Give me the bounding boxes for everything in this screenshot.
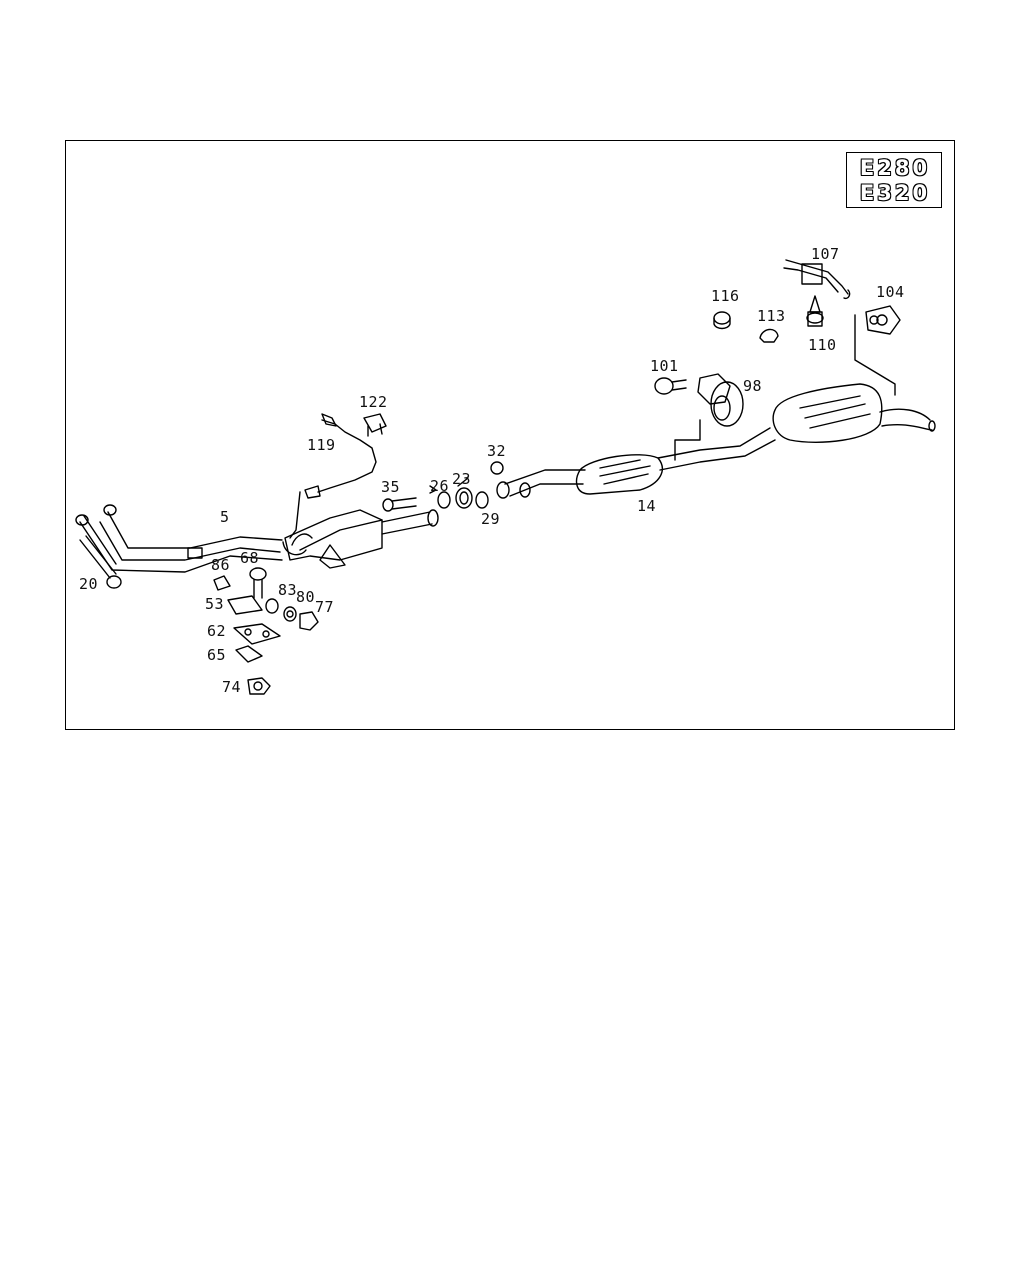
nut-77 [299, 611, 319, 631]
oxygen-sensor-119 [289, 413, 377, 539]
part-label-80: 80 [296, 588, 316, 606]
part-label-29: 29 [481, 510, 501, 528]
part-label-77: 77 [315, 598, 335, 616]
washer-80 [283, 606, 297, 622]
hanger-98 [697, 373, 744, 427]
model-e280: E280 [859, 156, 931, 180]
part-label-122: 122 [359, 393, 388, 411]
part-label-98: 98 [743, 377, 763, 395]
bracket-62 [233, 623, 281, 645]
part-label-107: 107 [811, 245, 840, 263]
ring-29 [475, 491, 489, 509]
center-muffler [496, 419, 776, 499]
buffer-116 [713, 311, 731, 330]
bolt-68 [249, 567, 267, 599]
bolt-20 [79, 535, 122, 589]
part-label-101: 101 [650, 357, 679, 375]
bracket-107 [783, 259, 851, 300]
part-label-86: 86 [211, 556, 231, 574]
part-label-5: 5 [220, 508, 230, 526]
model-e320: E320 [859, 181, 931, 205]
part-label-113: 113 [757, 307, 786, 325]
part-label-26: 26 [430, 477, 450, 495]
part-label-119: 119 [307, 436, 336, 454]
catalytic-converter [282, 509, 439, 569]
part-label-23: 23 [452, 470, 472, 488]
grommet-113 [759, 328, 779, 343]
part-label-65: 65 [207, 646, 227, 664]
part-label-62: 62 [207, 622, 227, 640]
part-label-32: 32 [487, 442, 507, 460]
part-label-74: 74 [222, 678, 242, 696]
rear-muffler [772, 314, 936, 443]
clip-122 [363, 413, 387, 437]
bolt-35 [382, 497, 417, 512]
clamp-23 [455, 477, 473, 509]
bracket-86 [213, 575, 231, 591]
gasket-26 [429, 485, 451, 509]
rubber-mount-104 [865, 305, 901, 335]
part-label-35: 35 [381, 478, 401, 496]
front-exhaust-pipe [75, 504, 283, 573]
nut-74 [247, 677, 271, 695]
part-label-83: 83 [278, 581, 298, 599]
part-label-20: 20 [79, 575, 99, 593]
diagram-frame [65, 140, 955, 730]
clamp-65 [235, 645, 263, 663]
bracket-53 [227, 595, 263, 615]
part-label-104: 104 [876, 283, 905, 301]
part-label-53: 53 [205, 595, 225, 613]
part-label-110: 110 [808, 336, 837, 354]
part-label-116: 116 [711, 287, 740, 305]
nut-32 [490, 461, 504, 475]
part-label-14: 14 [637, 497, 657, 515]
washer-83 [265, 598, 279, 614]
screw-110 [806, 295, 824, 327]
bolt-101 [654, 377, 687, 395]
model-badge: E280 E320 [846, 152, 942, 208]
part-label-68: 68 [240, 549, 260, 567]
